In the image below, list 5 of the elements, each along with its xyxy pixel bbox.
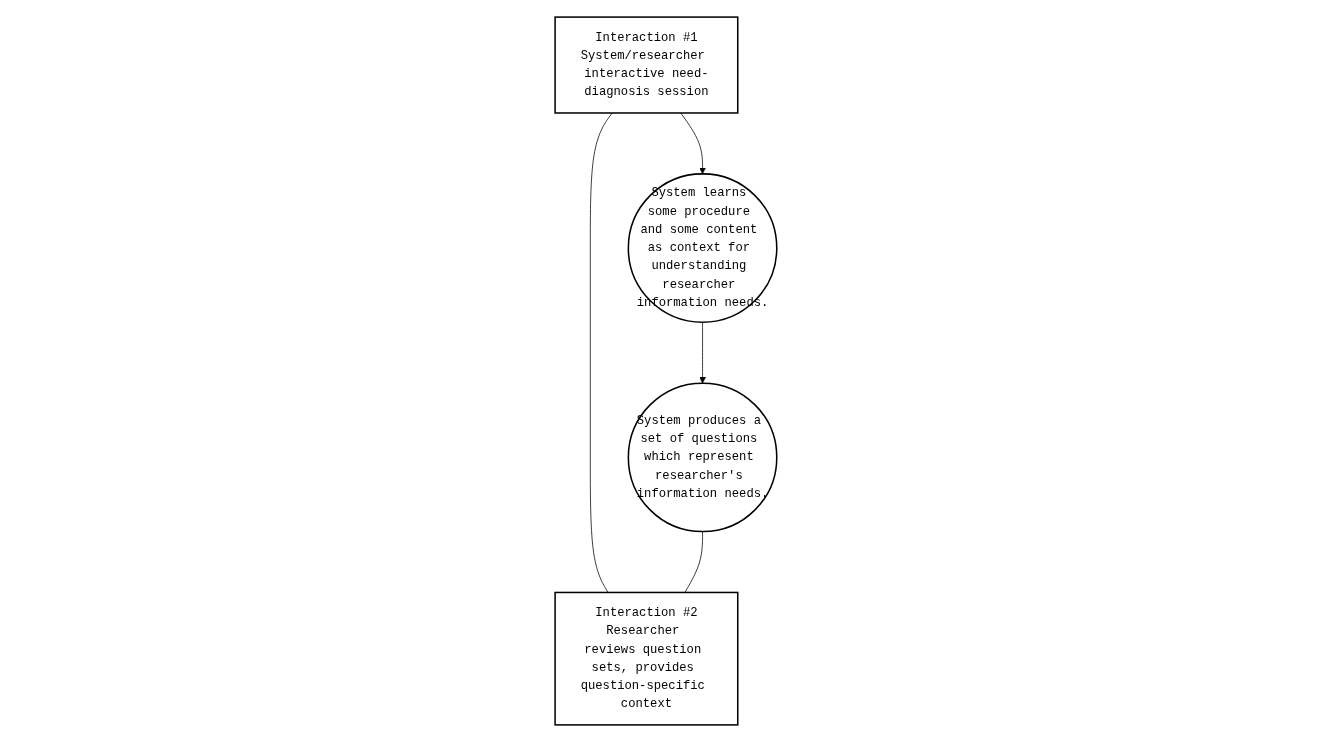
connector	[684, 531, 703, 593]
node-box: Interaction #2 Researcher reviews question sets, provides question-specific context	[554, 591, 739, 726]
connector	[590, 112, 613, 593]
node-box: Interaction #1 System/researcher interactive need-diagnosis session	[554, 16, 739, 114]
node-circle: System produces a set of questions which represent researcher's information needs.	[627, 382, 778, 533]
